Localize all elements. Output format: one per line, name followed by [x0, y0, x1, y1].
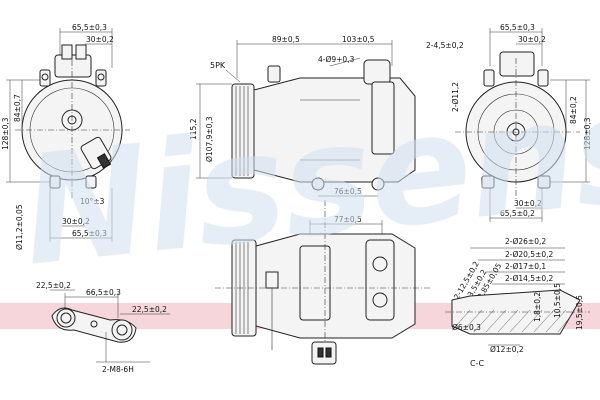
section-view: 2-Ø26±0,2 2-Ø20,5±0,2 2-Ø17±0,1 2-Ø14,5±… — [445, 237, 590, 368]
dim-bottom-width: 65,5±0,3 — [72, 229, 107, 238]
side-view: 89±0,5 103±0,5 4-Ø9+0,3 5PK 115,2 Ø107,9… — [189, 35, 416, 197]
dim-sec-17: 2-Ø17±0,1 — [505, 262, 546, 271]
dim-right-bottom-width: 65,5±0,2 — [500, 209, 535, 218]
dim-side-103: 103±0,5 — [342, 35, 375, 44]
dim-sec-26: 2-Ø26±0,2 — [505, 237, 546, 246]
dim-right-top-width: 65,5±0,3 — [500, 23, 535, 32]
label-pulley-5pk: 5PK — [210, 61, 226, 70]
dim-right-slot: 2-4,5±0,2 — [426, 41, 464, 50]
rear-port-view: 22,5±0,2 66,5±0,3 22,5±0,2 2-M8-6H — [36, 281, 170, 374]
dim-side-89: 89±0,5 — [272, 35, 300, 44]
dim-side-height: 115,2 — [189, 118, 198, 140]
front-view-right: 65,5±0,3 30±0,2 2-4,5±0,2 2-Ø11,2 84±0,2… — [426, 23, 592, 222]
front-view-left: 65,5±0,3 30±0,2 128±0,3 84±0,7 10°±3 — [1, 23, 130, 250]
dim-sec-10-5: 10,5±0,5 — [553, 283, 562, 318]
dim-port-right: 22,5±0,2 — [132, 305, 167, 314]
dim-port-span: 66,5±0,3 — [86, 288, 121, 297]
section-label: C-C — [470, 359, 484, 368]
dim-side-holes: 4-Ø9+0,3 — [318, 55, 355, 64]
dim-top-half: 30±0,2 — [86, 35, 114, 44]
dim-left-half: 84±0,7 — [13, 94, 22, 122]
dim-sec-12-dia: Ø12±0,2 — [490, 345, 524, 354]
dim-sec-20: 2-Ø20,5±0,2 — [505, 250, 554, 259]
dim-sec-14: 2-Ø14,5±0,2 — [505, 274, 554, 283]
dim-pulley-dia: Ø107,9±0,3 — [205, 116, 214, 162]
top-view: 77±0,5 — [215, 200, 430, 365]
dim-right-height: 128±0,3 — [583, 117, 592, 150]
dim-side-76: 76±0,5 — [334, 187, 362, 196]
dim-sec-19-5: 19,5±0,5 — [575, 295, 584, 330]
dim-top-width: 65,5±0,3 — [72, 23, 107, 32]
dim-bottom-half: 30±0,2 — [62, 217, 90, 226]
dim-top-77: 77±0,5 — [334, 215, 362, 224]
dim-sec-6: Ø6±0,3 — [452, 323, 481, 332]
dim-port-thread: 2-M8-6H — [102, 365, 134, 374]
dim-right-top-half: 30±0,2 — [518, 35, 546, 44]
dim-sec-1-8: 1,8±0,2 — [533, 292, 542, 322]
dim-right-hole: 2-Ø11,2 — [451, 82, 460, 112]
dim-hole-dia: Ø11,2±0,05 — [15, 204, 24, 250]
dim-right-half: 84±0,2 — [569, 96, 578, 124]
dim-right-bottom-half: 30±0,2 — [514, 199, 542, 208]
dim-angle: 10°±3 — [80, 197, 105, 206]
dim-port-left: 22,5±0,2 — [36, 281, 71, 290]
dim-left-height: 128±0,3 — [1, 117, 10, 150]
